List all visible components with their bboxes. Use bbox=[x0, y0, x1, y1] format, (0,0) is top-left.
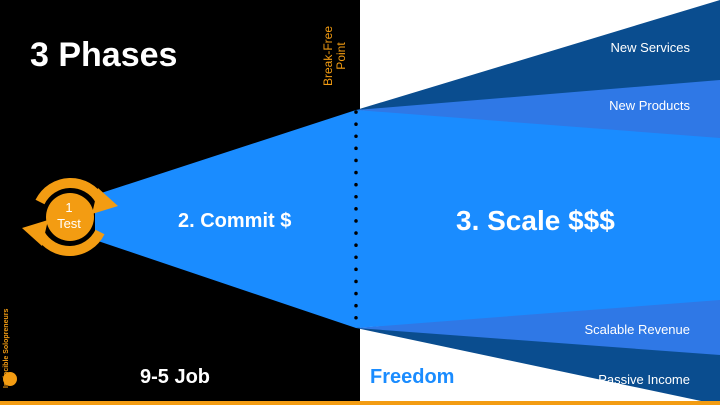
test-number: 1 bbox=[65, 200, 73, 215]
slide-title: 3 Phases bbox=[30, 36, 178, 74]
growth-funnel bbox=[95, 110, 720, 328]
break-free-point-text: Break-Free Point bbox=[321, 25, 348, 87]
cycle-arrowhead-right bbox=[92, 188, 118, 214]
commit-phase-label: 2. Commit $ bbox=[178, 210, 292, 232]
new-services-label: New Services bbox=[610, 40, 690, 55]
scale-phase-label: 3. Scale $$$ bbox=[456, 205, 615, 236]
bottom-accent-bar bbox=[0, 401, 720, 405]
freedom-label: Freedom bbox=[370, 366, 455, 388]
cycle-arc-top bbox=[35, 177, 105, 205]
passive-income-label: Passive Income bbox=[598, 372, 690, 387]
nine-to-five-job-label: 9-5 Job bbox=[140, 366, 211, 388]
branch-scalable-revenue bbox=[356, 296, 720, 355]
cycle-arrowhead-left bbox=[22, 220, 48, 246]
break-free-point-label: Break-Free Point bbox=[321, 20, 366, 92]
test-label: 1 Test bbox=[44, 200, 94, 232]
test-cycle-circle bbox=[46, 193, 94, 241]
brand-logo-icon bbox=[3, 372, 17, 386]
new-products-label: New Products bbox=[609, 98, 690, 113]
test-text: Test bbox=[57, 216, 81, 231]
scalable-revenue-label: Scalable Revenue bbox=[584, 322, 690, 337]
branch-new-services bbox=[356, 0, 720, 110]
cycle-arc-bottom bbox=[35, 229, 105, 257]
